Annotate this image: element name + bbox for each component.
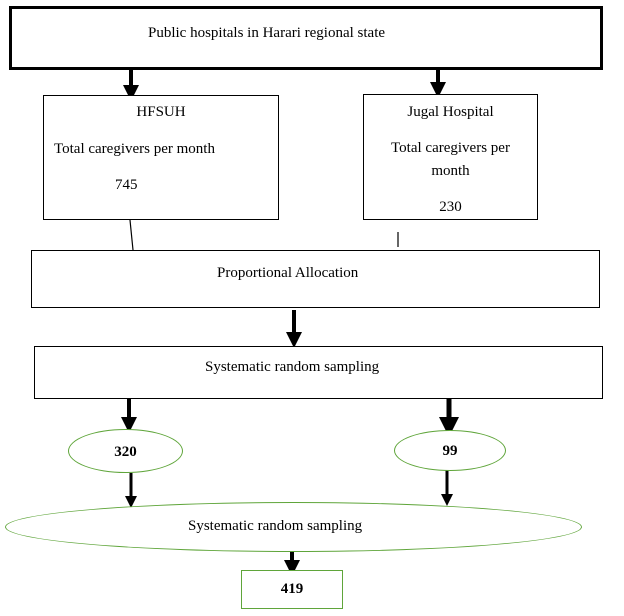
sampling-ellipse-label: Systematic random sampling: [188, 518, 363, 534]
sample-99-value: 99: [442, 443, 458, 459]
top-box: Public hospitals in Harari regional stat…: [9, 6, 603, 70]
sampling-ellipse: Systematic random sampling: [5, 502, 582, 552]
total-box: 419: [241, 570, 343, 609]
jugal-caregivers-label-line1: Total caregivers per: [391, 140, 510, 156]
jugal-caregivers-label-line2: month: [431, 163, 470, 179]
top-box-label: Public hospitals in Harari regional stat…: [148, 25, 386, 41]
allocation-label: Proportional Allocation: [217, 265, 359, 281]
sample-320-ellipse: 320: [68, 429, 183, 473]
hfsuh-caregivers-value: 745: [115, 177, 138, 193]
hfsuh-box: HFSUH Total caregivers per month 745: [43, 95, 279, 220]
hfsuh-caregivers-label: Total caregivers per month: [54, 141, 215, 157]
sample-320-value: 320: [114, 444, 137, 460]
jugal-name: Jugal Hospital: [407, 104, 494, 120]
sampling-box: Systematic random sampling: [34, 346, 603, 399]
jugal-caregivers-value: 230: [439, 199, 462, 215]
hfsuh-name: HFSUH: [136, 104, 186, 120]
total-value: 419: [280, 581, 304, 597]
sampling-label: Systematic random sampling: [205, 359, 380, 375]
sample-99-ellipse: 99: [394, 430, 506, 471]
allocation-box: Proportional Allocation: [31, 250, 600, 308]
jugal-box: Jugal Hospital Total caregivers per mont…: [363, 94, 538, 220]
